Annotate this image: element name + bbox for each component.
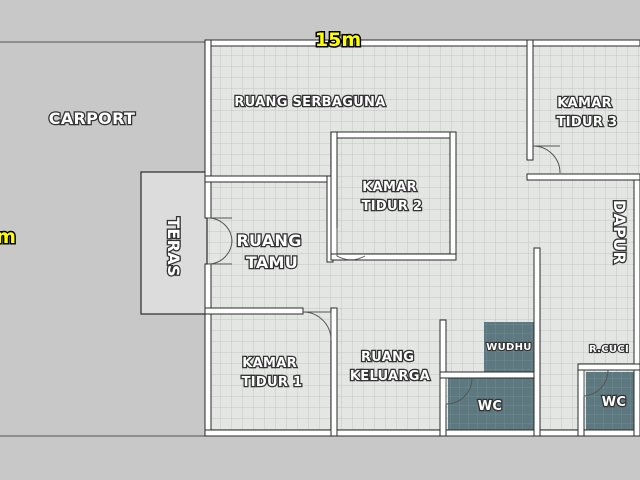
door-wc1 [445, 377, 473, 405]
label-wc-1: WC [478, 399, 502, 414]
label-wc-2: WC [602, 395, 626, 410]
walls [204, 39, 640, 437]
wall-kt3-bottom-left [526, 173, 640, 181]
label-ruang-tamu: RUANG TAMU [236, 231, 307, 272]
wall-wc2-left [577, 363, 585, 437]
label-wudhu: WUDHU [486, 342, 531, 353]
label-teras: TERAS [164, 217, 183, 277]
wall-right [633, 175, 640, 437]
wc-1-area [448, 378, 534, 432]
label-kamar-tidur-1: KAMAR TIDUR 1 [242, 356, 303, 390]
teras-area [140, 171, 208, 315]
wall-kt3-left [526, 39, 534, 161]
house-floor [207, 42, 640, 436]
door-kt3 [532, 145, 561, 174]
label-carport: CARPORT [49, 109, 135, 128]
dimension-side: m [0, 226, 16, 248]
door-kt1 [302, 311, 332, 341]
wall-kt2-right [449, 131, 457, 261]
door-kt2 [336, 228, 366, 261]
wall-kt2-left [330, 131, 338, 261]
wc-2-area [586, 372, 640, 432]
wall-wc1-top [439, 371, 541, 379]
wall-left-lower [204, 263, 212, 437]
wall-bottom [204, 429, 640, 437]
wall-kt2-top [330, 131, 457, 139]
wall-kt1-top [204, 307, 304, 315]
wall-kt1-right [330, 307, 338, 437]
label-ruang-serbaguna: RUANG SERBAGUNA [234, 95, 385, 110]
door-tamu [207, 217, 233, 265]
wall-kt2-bottom [330, 253, 457, 261]
label-kamar-tidur-2: KAMAR TIDUR 2 [362, 180, 423, 214]
wall-wc2-top [577, 363, 640, 371]
door-wc2 [583, 369, 609, 397]
wall-left-upper [204, 39, 212, 219]
label-ruang-keluarga: RUANG KELUARGA [350, 350, 430, 384]
label-r-cuci: R.CUCI [589, 344, 629, 355]
wall-tamu-top [204, 175, 334, 183]
wall-top [204, 39, 640, 47]
label-dapur: DAPUR [610, 200, 629, 264]
dimension-width: 15m [315, 29, 361, 51]
wall-wudhu-right [533, 247, 541, 437]
doors [207, 145, 609, 405]
wudhu-area [484, 322, 534, 374]
label-kamar-tidur-3: KAMAR TIDUR 3 [557, 96, 618, 130]
